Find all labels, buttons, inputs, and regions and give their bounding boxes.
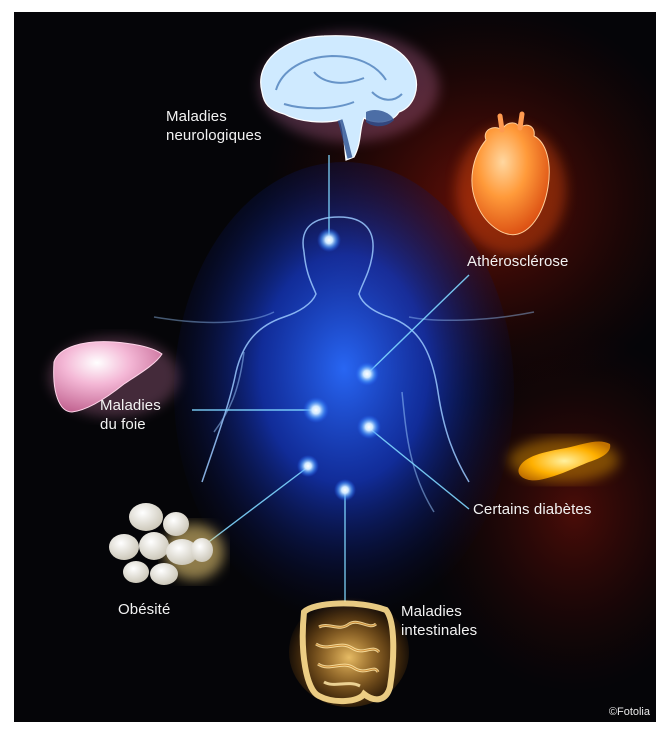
photo-credit: ©Fotolia [609, 706, 650, 718]
intestine-icon [289, 597, 409, 707]
body-glow [174, 162, 514, 622]
label-maladies-du-foie: Maladies du foie [100, 396, 161, 434]
label-maladies-intestinales: Maladies intestinales [401, 602, 477, 640]
label-maladies-neurologiques: Maladies neurologiques [166, 107, 262, 145]
infographic-frame: Maladies neurologiques Athérosclérose Ma… [14, 12, 656, 722]
pancreas-icon [509, 438, 619, 482]
label-certains-diabetes: Certains diabètes [473, 500, 591, 519]
label-obesite: Obésité [118, 600, 170, 619]
scene [14, 12, 656, 722]
label-atherosclerose: Athérosclérose [467, 252, 568, 271]
